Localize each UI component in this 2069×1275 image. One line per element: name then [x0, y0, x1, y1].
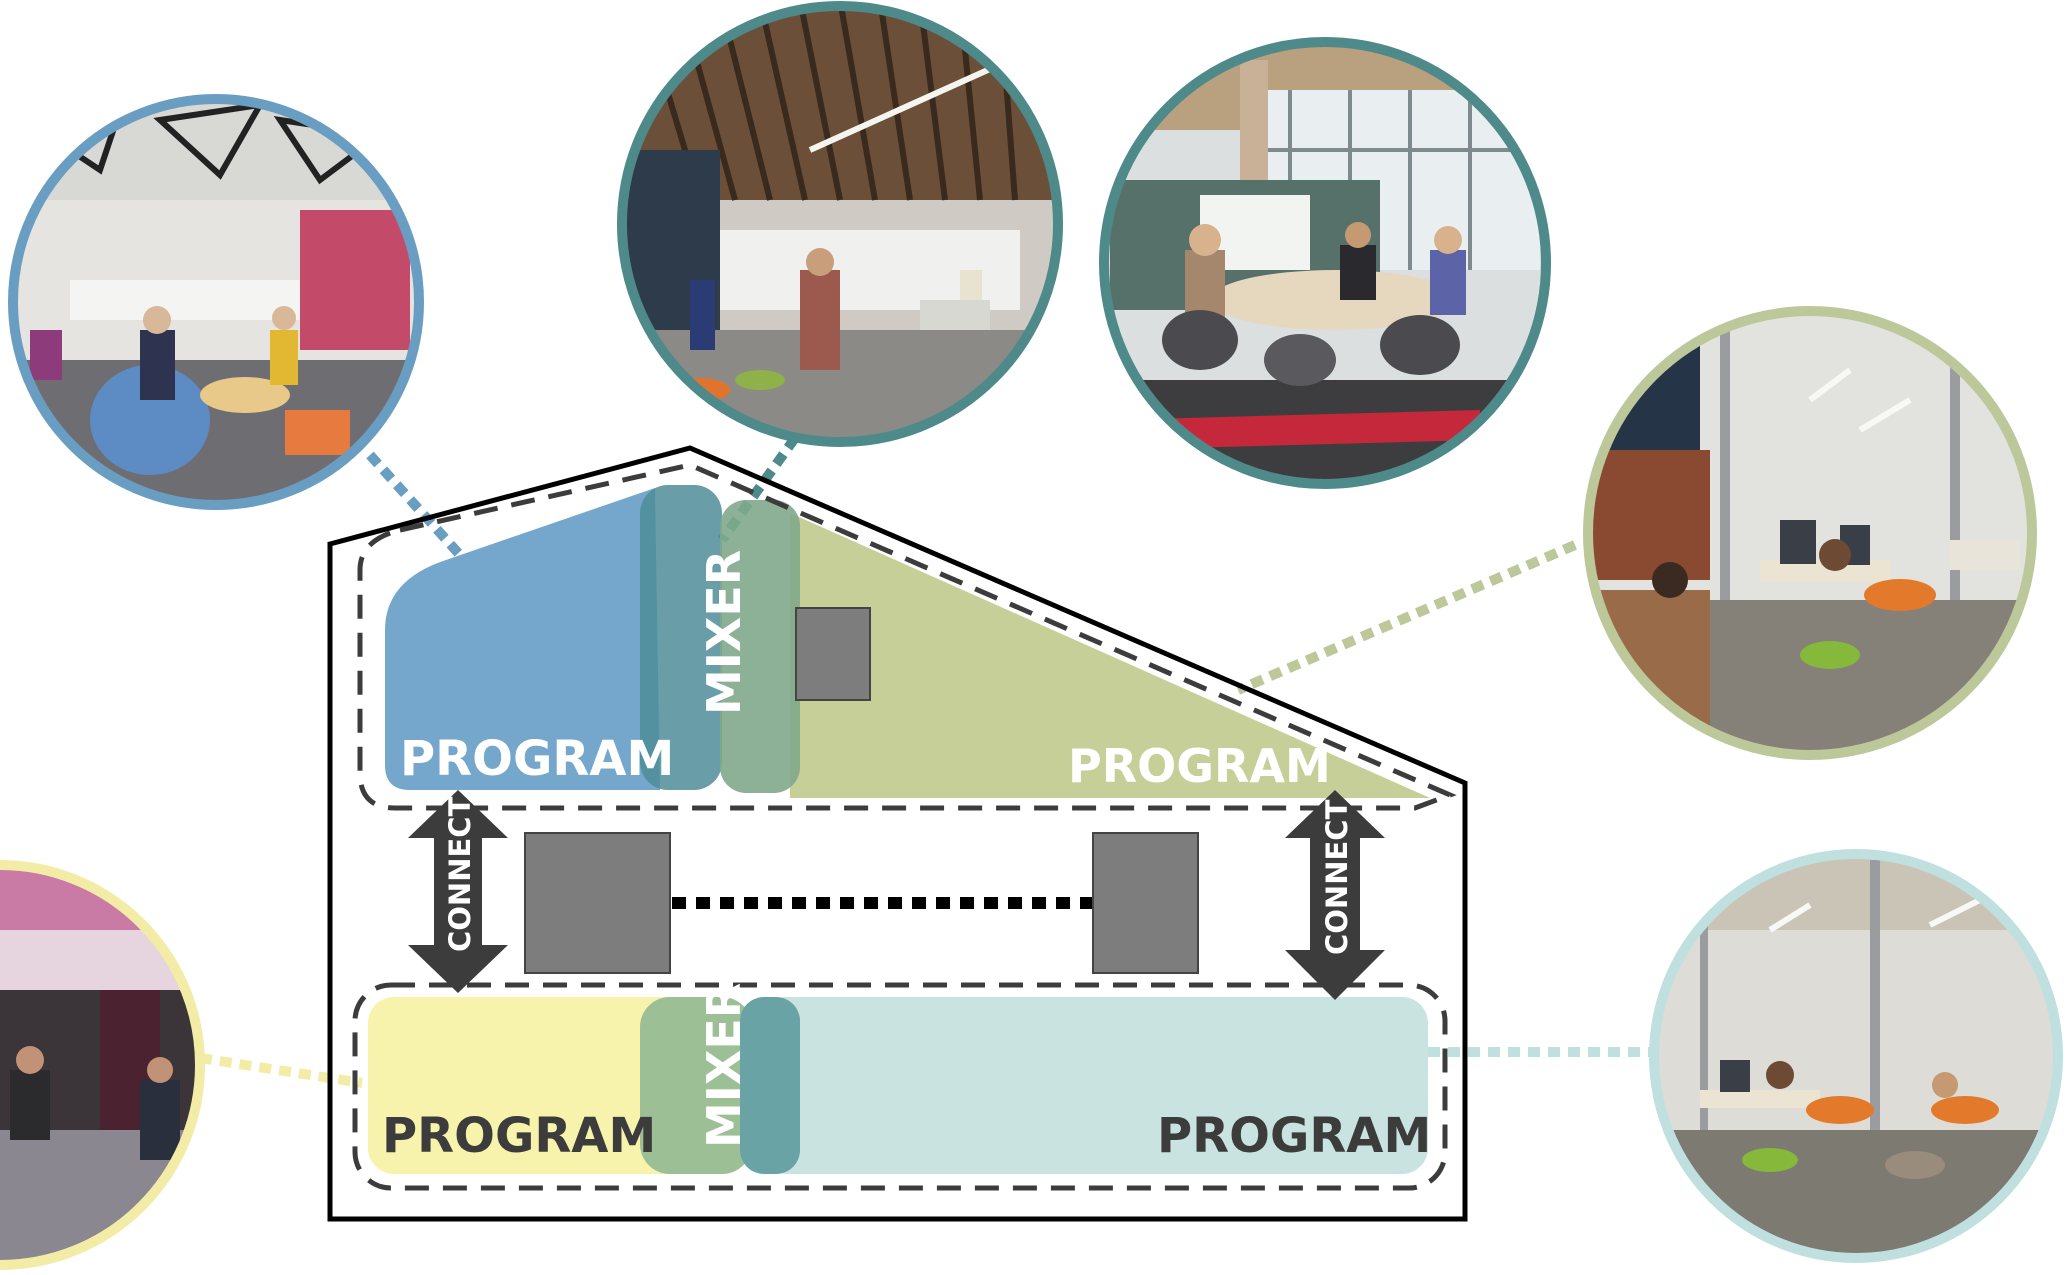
photo-ring — [1583, 306, 2037, 760]
right-connect-arrow — [1285, 790, 1385, 1000]
photo-ring — [1649, 849, 2063, 1263]
upper-program-olive-zone — [790, 513, 1430, 798]
photo-ring — [1099, 37, 1551, 489]
photo-computer-lab — [1583, 306, 2037, 760]
photo-meeting-room — [1099, 37, 1551, 489]
photo-activity-room — [0, 860, 205, 1270]
upper-floor-dashed-boundary — [357, 462, 1457, 811]
lower-floor-dashed-boundary — [352, 982, 1448, 1191]
leader-line-lounge — [366, 451, 464, 559]
leader-line-activity-room — [199, 1053, 363, 1088]
photo-ring — [0, 860, 205, 1270]
photo-lounge-seating — [8, 94, 424, 510]
right-connect-label: CONNECT — [1320, 799, 1354, 955]
lower-right-program-label: PROGRAM — [1157, 1108, 1431, 1164]
leader-line-computer-lab — [1236, 540, 1577, 695]
lower-right-core-square — [1092, 832, 1199, 974]
upper-left-program-label: PROGRAM — [400, 731, 674, 787]
left-connect-label: CONNECT — [443, 796, 477, 952]
photo-ring — [617, 1, 1063, 447]
upper-mixer-label: MIXER — [697, 550, 751, 715]
lower-mixer-label: MIXER — [697, 983, 751, 1148]
photo-ring — [8, 94, 424, 510]
lower-left-program-label: PROGRAM — [382, 1108, 656, 1164]
left-connect-arrow — [408, 790, 508, 993]
upper-mixer-green-band — [720, 500, 800, 793]
lower-mixer-green-band — [640, 997, 752, 1174]
photo-corridor-students — [617, 1, 1063, 447]
photo-glass-classroom — [1649, 849, 2063, 1263]
upper-right-program-label: PROGRAM — [1068, 739, 1331, 793]
upper-core-square — [795, 607, 871, 701]
lower-program-aqua-zone — [760, 997, 1428, 1174]
upper-program-blue-zone — [385, 488, 660, 790]
upper-mixer-teal-band — [640, 485, 722, 790]
building-outline — [327, 445, 1468, 1222]
lower-left-core-square — [524, 832, 671, 974]
lower-mixer-teal-band — [740, 997, 800, 1174]
